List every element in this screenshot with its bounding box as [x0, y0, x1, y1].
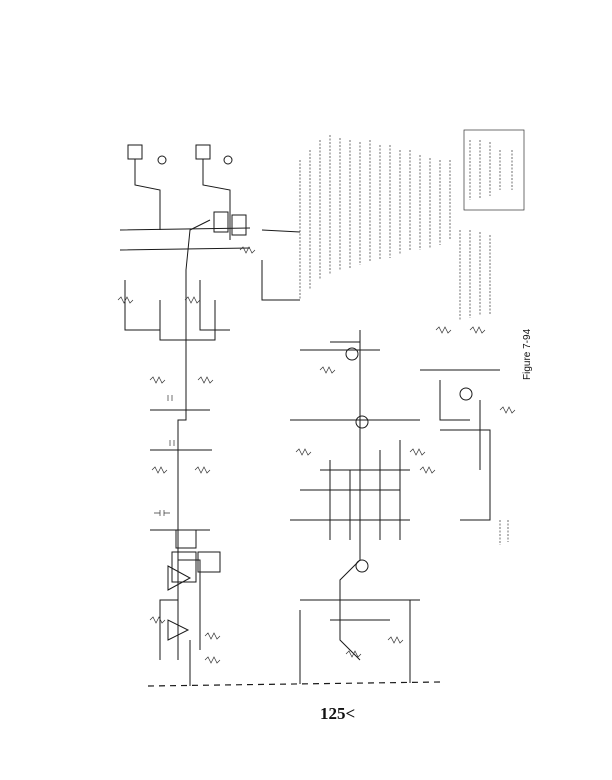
middle-signal-chain [290, 330, 426, 661]
component-notes-block [299, 129, 525, 320]
ground-bus [147, 681, 441, 687]
left-signal-chain [149, 219, 221, 664]
figure-caption: Figure 7-94 [522, 328, 533, 380]
page-number: 125< [320, 704, 356, 723]
top-left-output-stage [117, 144, 301, 331]
corner-labels [499, 520, 509, 545]
bus-drops [189, 600, 411, 686]
right-stage [419, 326, 516, 521]
